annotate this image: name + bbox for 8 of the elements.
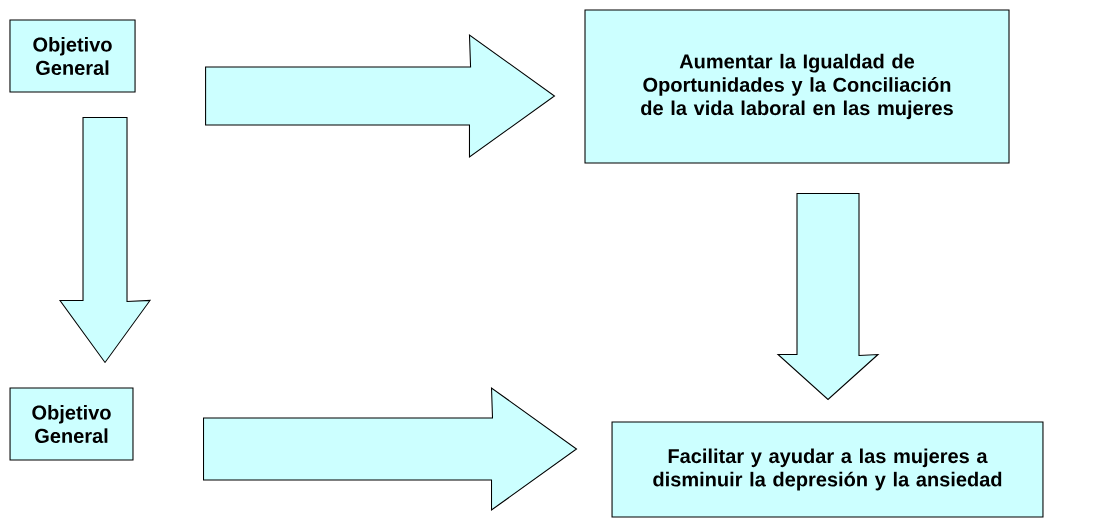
block-arrow: [205, 33, 556, 159]
block-arrow: [203, 386, 578, 512]
block-arrow: [58, 117, 152, 364]
block-arrow: [776, 193, 880, 401]
text-box: Facilitar y ayudar a las mujeres a disminuir la depresión y la ansiedad: [611, 421, 1044, 518]
text-box: Objetivo General: [9, 19, 136, 93]
text-box: Aumentar la Igualdad de Oportunidades y la Conciliación de la vida laboral en las mujeres: [584, 9, 1010, 164]
text-box: Objetivo General: [9, 387, 134, 461]
